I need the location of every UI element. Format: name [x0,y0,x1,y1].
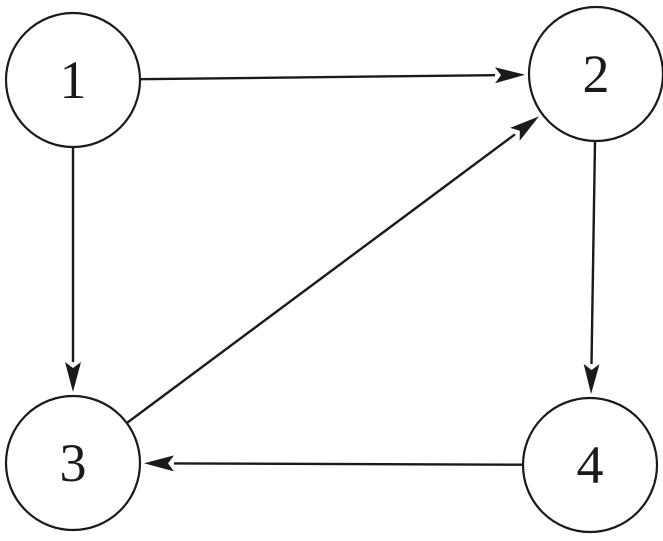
arrowhead-icon [494,67,525,84]
arrowhead-icon [510,116,539,141]
edge-3-to-2-line [126,133,516,424]
node-2: 2 [527,5,663,143]
arrowhead-icon [65,362,81,392]
edge-1-to-2-line [139,74,496,81]
node-2-label: 2 [583,44,610,104]
edge-2-to-4-line [590,140,597,365]
node-1-circle [4,11,142,149]
arrowhead-icon [144,455,174,472]
nodes-layer: 1 2 3 4 [4,5,663,534]
node-4: 4 [521,396,659,534]
node-3-circle [4,394,142,532]
node-3-label: 3 [60,433,87,493]
edge-2-to-4 [583,140,600,394]
arrowhead-icon [583,363,600,394]
node-4-label: 4 [577,435,604,495]
edge-1-to-2 [139,67,525,84]
node-1-label: 1 [60,50,87,110]
node-1: 1 [4,11,142,149]
edge-4-to-3-line [173,462,524,466]
edge-1-to-3 [65,147,81,392]
node-4-circle [521,396,659,534]
edges-layer [65,67,600,472]
node-3: 3 [4,394,142,532]
node-2-circle [527,5,663,143]
edge-4-to-3 [144,455,524,472]
edge-3-to-2 [126,116,539,424]
